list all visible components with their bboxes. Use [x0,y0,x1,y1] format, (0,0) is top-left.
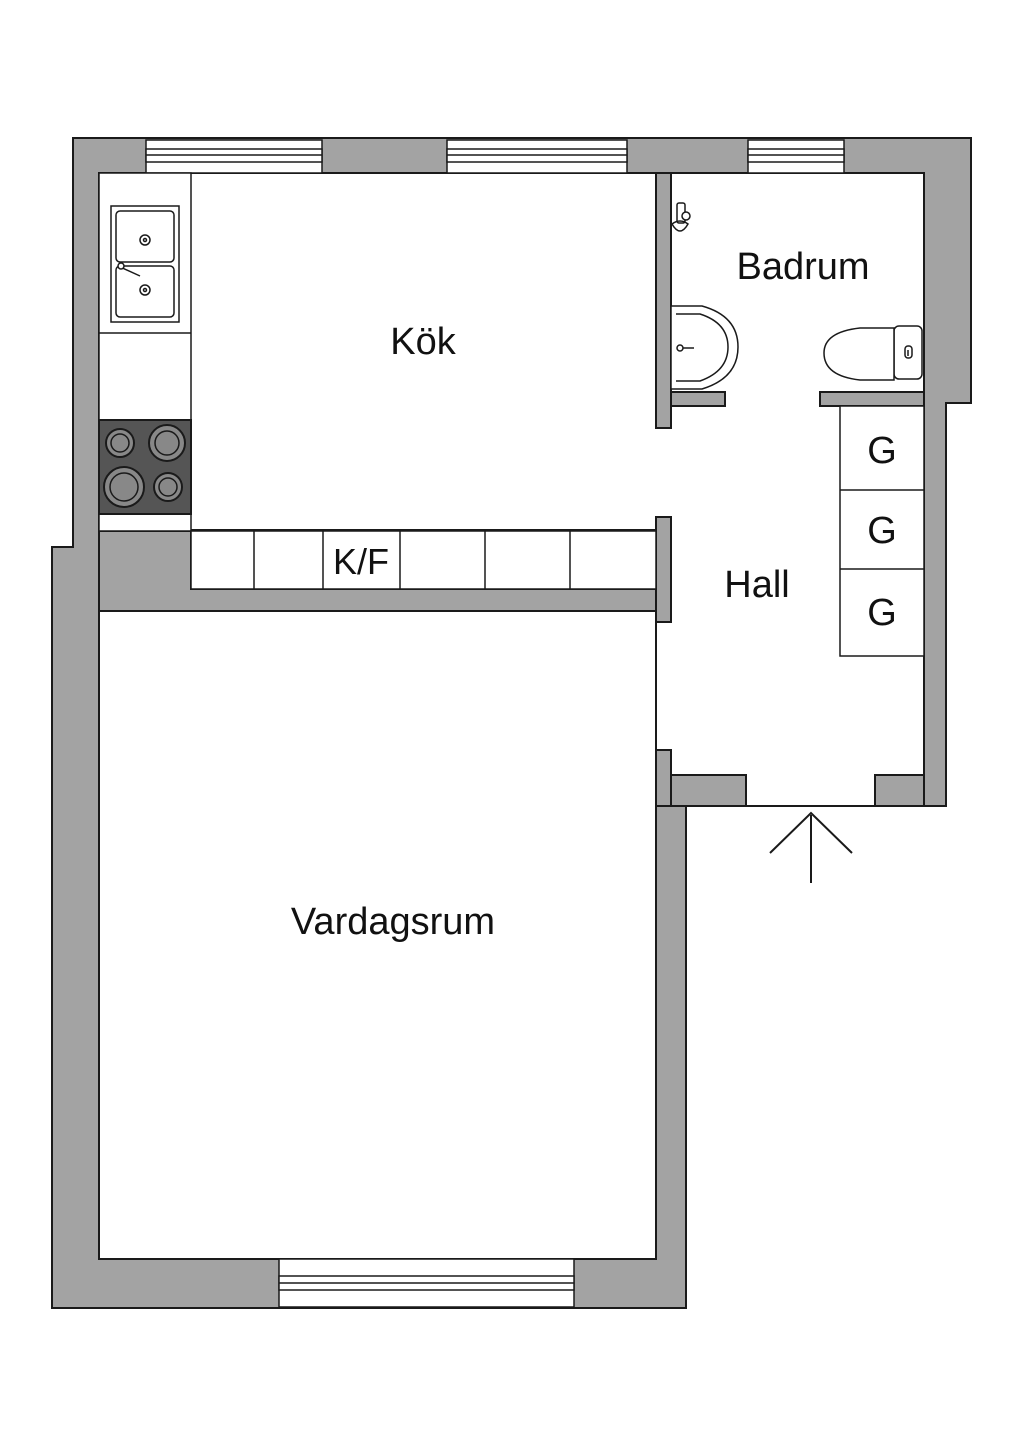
wardrobe-label-1: G [867,430,897,472]
window-bathroom [747,139,845,174]
sink-icon [110,205,180,323]
window-kitchen-right [446,139,628,174]
room-label-hall: Hall [724,564,789,606]
washbasin-icon [670,305,739,390]
room-label-bathroom: Badrum [736,246,869,288]
entrance-arrow-icon [769,811,853,883]
bathroom-wall-bottom-left [670,391,726,407]
entrance-wall-left [670,774,747,807]
fridge-freezer-label: K/F [333,541,389,582]
window-kitchen-left [145,139,323,174]
entrance-wall-right [874,774,925,807]
window-living-room [278,1258,575,1308]
room-label-living: Vardagsrum [291,901,495,943]
wardrobe-label-3: G [867,592,897,634]
kitchen-counter-bottom [190,530,657,590]
toilet-icon [823,325,923,381]
living-room-floor [98,610,657,1260]
shower-icon [671,202,691,232]
living-wall-stub [655,749,672,807]
bathroom-wall-left [655,172,672,429]
bathroom-wall-bottom-right [819,391,925,407]
hob-icon [98,419,192,515]
wardrobe-unit [839,405,925,657]
wardrobe-label-2: G [867,510,897,552]
hall-wall-stub [655,516,672,623]
room-label-kitchen: Kök [390,321,456,363]
